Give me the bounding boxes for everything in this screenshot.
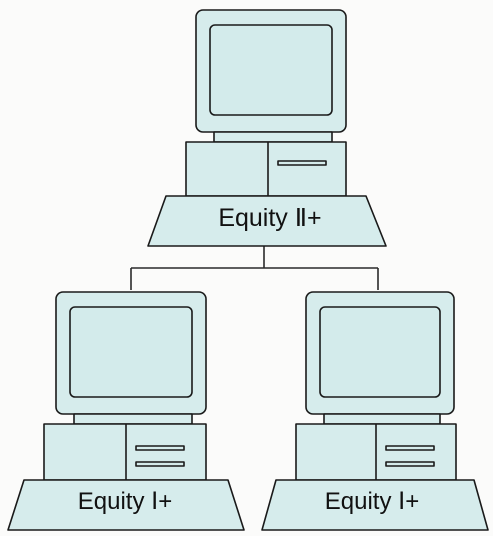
client-right-computer bbox=[261, 291, 489, 531]
server-drive-slot bbox=[277, 160, 327, 166]
connector-lines bbox=[130, 246, 379, 290]
server-monitor-stand bbox=[213, 131, 333, 143]
client-right-base bbox=[261, 479, 489, 531]
client-left-screen bbox=[69, 306, 193, 398]
client-left-base bbox=[7, 479, 245, 531]
server-screen bbox=[209, 24, 333, 116]
client-left-drive-slot-2 bbox=[135, 461, 185, 467]
client-left-computer bbox=[7, 291, 245, 531]
client-right-monitor-stand bbox=[323, 413, 441, 425]
client-right-screen bbox=[319, 306, 441, 398]
server-computer bbox=[147, 9, 387, 247]
client-left-monitor-stand bbox=[73, 413, 193, 425]
client-right-drive-slot-1 bbox=[385, 445, 435, 451]
server-system-unit bbox=[185, 141, 347, 197]
client-right-drive-slot-2 bbox=[385, 461, 435, 467]
server-base bbox=[147, 195, 387, 247]
client-left-drive-slot-1 bbox=[135, 445, 185, 451]
client-left-system-unit bbox=[43, 423, 207, 481]
